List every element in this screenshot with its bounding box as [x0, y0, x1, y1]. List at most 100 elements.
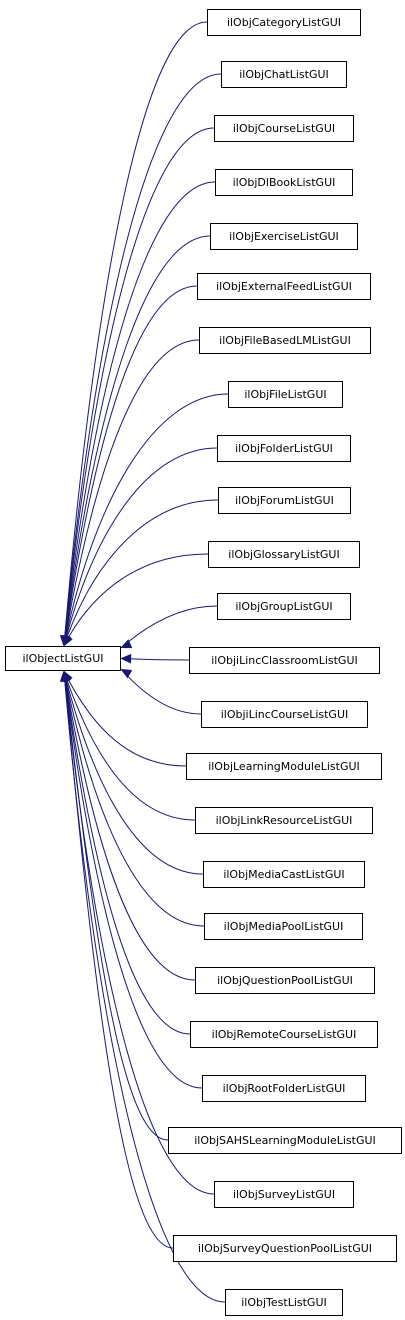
derived-class-box	[173, 1235, 397, 1262]
derived-class-box	[195, 807, 373, 834]
derived-class-node-il-obj-file-based-lmlist-gui[interactable]: ilObjFileBasedLMListGUI	[199, 327, 371, 354]
derived-class-node-il-obj-group-list-gui[interactable]: ilObjGroupListGUI	[217, 593, 351, 620]
inheritance-edge-il-obj-learning-module-list-gui	[63, 671, 187, 767]
derived-class-label: ilObjChatListGUI	[239, 68, 329, 81]
derived-class-node-il-obj-survey-question-pool-list-gui[interactable]: ilObjSurveyQuestionPoolListGUI	[173, 1235, 397, 1262]
inheritance-edge-il-obj-media-pool-list-gui	[63, 671, 205, 927]
base-class-node[interactable]: ilObjectListGUI	[5, 646, 121, 671]
derived-class-box	[210, 223, 358, 250]
derived-class-label: ilObjGroupListGUI	[235, 600, 332, 613]
derived-class-node-il-obj-forum-list-gui[interactable]: ilObjForumListGUI	[218, 487, 351, 514]
derived-class-node-il-obj-category-list-gui[interactable]: ilObjCategoryListGUI	[207, 9, 361, 36]
derived-class-label: ilObjFolderListGUI	[235, 442, 333, 455]
derived-class-node-il-obj-test-list-gui[interactable]: ilObjTestListGUI	[225, 1289, 343, 1316]
derived-class-node-il-obj-question-pool-list-gui[interactable]: ilObjQuestionPoolListGUI	[195, 967, 375, 994]
inheritance-edge-il-obj-group-list-gui	[121, 605, 218, 648]
derived-class-label: ilObjSurveyListGUI	[233, 1188, 335, 1201]
inheritance-edge-il-obj-file-list-gui	[63, 393, 229, 646]
derived-class-label: ilObjExerciseListGUI	[229, 230, 339, 243]
inheritance-edge-il-obj-survey-list-gui	[63, 671, 215, 1195]
derived-class-label: ilObjQuestionPoolListGUI	[217, 974, 353, 987]
derived-class-node-il-obj-file-list-gui[interactable]: ilObjFileListGUI	[228, 381, 343, 408]
inheritance-arrowhead	[120, 668, 133, 679]
derived-class-box	[218, 487, 351, 514]
derived-class-box	[228, 381, 343, 408]
derived-class-node-il-obj-folder-list-gui[interactable]: ilObjFolderListGUI	[217, 435, 351, 462]
derived-class-label: ilObjExternalFeedListGUI	[216, 280, 352, 293]
derived-class-label: ilObjGlossaryListGUI	[228, 548, 339, 561]
derived-class-label: ilObjSAHSLearningModuleListGUI	[194, 1134, 376, 1147]
derived-class-box	[214, 115, 354, 142]
derived-class-box	[221, 61, 347, 88]
derived-class-label: ilObjRemoteCourseListGUI	[212, 1028, 357, 1041]
derived-class-label: ilObjFileBasedLMListGUI	[219, 334, 351, 347]
inheritance-edge-il-obj-file-based-lmlist-gui	[63, 339, 200, 646]
derived-class-node-il-obj-link-resource-list-gui[interactable]: ilObjLinkResourceListGUI	[195, 807, 373, 834]
derived-class-box	[202, 1075, 366, 1102]
derived-class-box	[203, 861, 365, 888]
derived-class-node-il-obj-sahslearning-module-list-gui[interactable]: ilObjSAHSLearningModuleListGUI	[168, 1127, 402, 1154]
inheritance-edge-il-obj-remote-course-list-gui	[63, 671, 191, 1035]
derived-class-label: ilObjDlBookListGUI	[233, 176, 336, 189]
inheritance-edges	[59, 21, 229, 1303]
derived-class-label: ilObjLearningModuleListGUI	[208, 760, 360, 773]
base-class-label: ilObjectListGUI	[23, 652, 104, 665]
inheritance-edge-il-obji-linc-course-list-gui	[121, 669, 202, 715]
inheritance-arrowhead	[63, 634, 73, 647]
inheritance-edge-il-obj-link-resource-list-gui	[63, 671, 196, 821]
derived-class-node-il-obj-exercise-list-gui[interactable]: ilObjExerciseListGUI	[210, 223, 358, 250]
inheritance-edge-il-obj-folder-list-gui	[63, 447, 218, 646]
derived-class-label: ilObjTestListGUI	[241, 1296, 327, 1309]
inheritance-edge-il-obj-chat-list-gui	[63, 73, 222, 646]
derived-class-node-il-obj-learning-module-list-gui[interactable]: ilObjLearningModuleListGUI	[186, 753, 382, 780]
derived-class-node-il-obji-linc-course-list-gui[interactable]: ilObjiLincCourseListGUI	[201, 701, 368, 728]
class-nodes: ilObjectListGUI ilObjCategoryListGUI ilOb…	[5, 9, 402, 1316]
derived-class-box	[204, 913, 363, 940]
derived-class-node-il-obj-media-pool-list-gui[interactable]: ilObjMediaPoolListGUI	[204, 913, 363, 940]
derived-class-label: ilObjSurveyQuestionPoolListGUI	[198, 1242, 372, 1255]
derived-class-label: ilObjForumListGUI	[235, 494, 334, 507]
inheritance-edge-il-obj-forum-list-gui	[63, 499, 219, 646]
derived-class-node-il-obj-survey-list-gui[interactable]: ilObjSurveyListGUI	[214, 1181, 354, 1208]
derived-class-box	[168, 1127, 402, 1154]
base-class-box	[5, 646, 121, 671]
inheritance-edge-il-obj-category-list-gui	[63, 21, 208, 646]
derived-class-label: ilObjCategoryListGUI	[227, 16, 341, 29]
derived-class-box	[201, 701, 368, 728]
inheritance-arrowhead	[120, 653, 132, 664]
derived-class-label: ilObjiLincCourseListGUI	[221, 708, 349, 721]
derived-class-box	[186, 753, 382, 780]
derived-class-node-il-obj-dl-book-list-gui[interactable]: ilObjDlBookListGUI	[215, 169, 353, 196]
derived-class-box	[225, 1289, 343, 1316]
inheritance-edge-il-obj-course-list-gui	[63, 127, 215, 646]
derived-class-box	[208, 541, 360, 568]
inheritance-edge-il-obj-test-list-gui	[63, 671, 226, 1303]
derived-class-box	[217, 435, 351, 462]
derived-class-box	[195, 967, 375, 994]
derived-class-box	[197, 273, 371, 300]
derived-class-node-il-obj-glossary-list-gui[interactable]: ilObjGlossaryListGUI	[208, 541, 360, 568]
derived-class-box	[190, 1021, 378, 1048]
derived-class-node-il-obj-media-cast-list-gui[interactable]: ilObjMediaCastListGUI	[203, 861, 365, 888]
derived-class-node-il-obj-chat-list-gui[interactable]: ilObjChatListGUI	[221, 61, 347, 88]
inheritance-arrowhead	[59, 670, 70, 682]
derived-class-box	[189, 647, 380, 674]
derived-class-box	[199, 327, 371, 354]
inheritance-edge-il-obj-external-feed-list-gui	[63, 285, 198, 646]
inheritance-edge-il-obji-linc-classroom-list-gui	[121, 658, 190, 661]
derived-class-label: ilObjLinkResourceListGUI	[216, 814, 353, 827]
derived-class-label: ilObjRootFolderListGUI	[223, 1082, 346, 1095]
derived-class-label: ilObjiLincClassroomListGUI	[211, 654, 358, 667]
derived-class-label: ilObjCourseListGUI	[233, 122, 335, 135]
inheritance-edge-il-obj-question-pool-list-gui	[63, 671, 196, 981]
derived-class-node-il-obj-root-folder-list-gui[interactable]: ilObjRootFolderListGUI	[202, 1075, 366, 1102]
derived-class-node-il-obj-remote-course-list-gui[interactable]: ilObjRemoteCourseListGUI	[190, 1021, 378, 1048]
derived-class-box	[215, 169, 353, 196]
derived-class-box	[214, 1181, 354, 1208]
derived-class-box	[217, 593, 351, 620]
derived-class-node-il-obji-linc-classroom-list-gui[interactable]: ilObjiLincClassroomListGUI	[189, 647, 380, 674]
derived-class-node-il-obj-external-feed-list-gui[interactable]: ilObjExternalFeedListGUI	[197, 273, 371, 300]
inheritance-edge-il-obj-media-cast-list-gui	[63, 671, 204, 875]
derived-class-node-il-obj-course-list-gui[interactable]: ilObjCourseListGUI	[214, 115, 354, 142]
